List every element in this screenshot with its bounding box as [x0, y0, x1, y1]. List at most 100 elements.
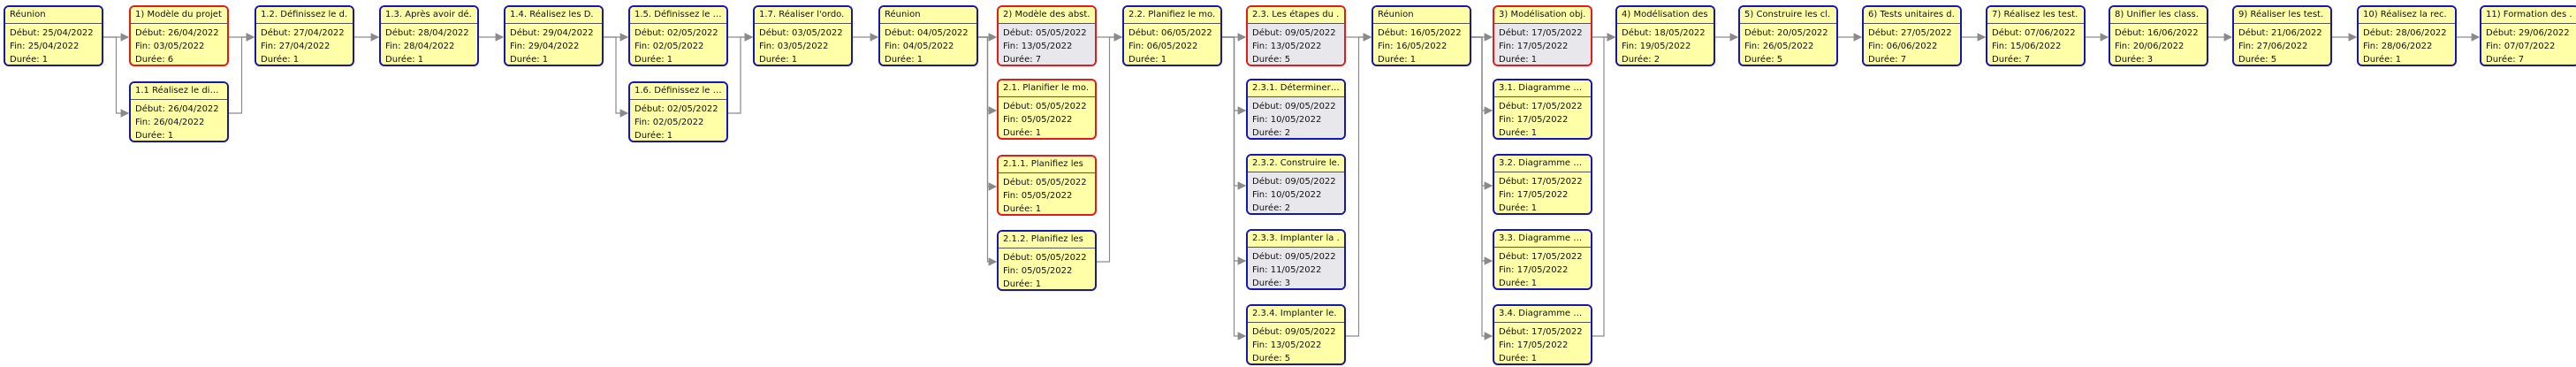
- task-details: Début: 29/06/2022 Fin: 07/07/2022 Durée:…: [2481, 24, 2576, 65]
- task-node-2-1-1[interactable]: 2.1.1. Planifiez les Début: 05/05/2022 F…: [997, 155, 1097, 216]
- task-end: Fin: 26/04/2022: [135, 118, 205, 127]
- task-node-2[interactable]: 2) Modèle des abst. Début: 05/05/2022 Fi…: [997, 5, 1097, 66]
- task-details: Début: 09/05/2022 Fin: 10/05/2022 Durée:…: [1248, 172, 1344, 213]
- task-duration: Durée: 1: [1499, 203, 1538, 213]
- task-details: Début: 09/05/2022 Fin: 11/05/2022 Durée:…: [1248, 248, 1344, 288]
- task-end: Fin: 07/07/2022: [2486, 42, 2556, 51]
- task-end: Fin: 15/06/2022: [1992, 42, 2062, 51]
- task-title: 1.2. Définissez le d.: [256, 7, 353, 24]
- task-details: Début: 17/05/2022 Fin: 17/05/2022 Durée:…: [1494, 24, 1591, 65]
- task-title: 3.1. Diagramme de.: [1494, 80, 1591, 97]
- task-start: Début: 03/05/2022: [759, 28, 843, 38]
- task-details: Début: 05/05/2022 Fin: 05/05/2022 Durée:…: [999, 173, 1095, 214]
- task-start: Début: 25/04/2022: [10, 28, 94, 38]
- task-start: Début: 07/06/2022: [1992, 28, 2076, 38]
- task-node-4[interactable]: 4) Modélisation des Début: 18/05/2022 Fi…: [1615, 5, 1715, 66]
- task-duration: Durée: 1: [1003, 279, 1042, 289]
- task-node-reunion-2[interactable]: Réunion Début: 04/05/2022 Fin: 04/05/202…: [878, 5, 978, 66]
- task-title: 2.1. Planifier le mo.: [999, 80, 1095, 97]
- task-node-reunion-3[interactable]: Réunion Début: 16/05/2022 Fin: 16/05/202…: [1372, 5, 1471, 66]
- task-start: Début: 06/05/2022: [1128, 28, 1212, 38]
- task-start: Début: 16/06/2022: [2115, 28, 2199, 38]
- task-details: Début: 17/05/2022 Fin: 17/05/2022 Durée:…: [1494, 323, 1591, 363]
- task-duration: Durée: 5: [1252, 55, 1291, 65]
- task-node-3-1[interactable]: 3.1. Diagramme de. Début: 17/05/2022 Fin…: [1493, 79, 1592, 140]
- task-details: Début: 21/06/2022 Fin: 27/06/2022 Durée:…: [2234, 24, 2330, 65]
- task-details: Début: 05/05/2022 Fin: 13/05/2022 Durée:…: [999, 24, 1095, 65]
- task-end: Fin: 02/05/2022: [635, 118, 704, 127]
- task-node-2-3[interactable]: 2.3. Les étapes du . Début: 09/05/2022 F…: [1246, 5, 1346, 66]
- task-node-2-3-2[interactable]: 2.3.2. Construire le. Début: 09/05/2022 …: [1246, 154, 1346, 215]
- task-node-2-2[interactable]: 2.2. Planifiez le mo. Début: 06/05/2022 …: [1122, 5, 1222, 66]
- task-details: Début: 03/05/2022 Fin: 03/05/2022 Durée:…: [755, 24, 851, 65]
- task-end: Fin: 05/05/2022: [1003, 191, 1073, 201]
- task-details: Début: 07/06/2022 Fin: 15/06/2022 Durée:…: [1987, 24, 2084, 65]
- task-node-5[interactable]: 5) Construire les cl. Début: 20/05/2022 …: [1738, 5, 1838, 66]
- task-details: Début: 09/05/2022 Fin: 13/05/2022 Durée:…: [1248, 323, 1344, 363]
- task-node-3-4[interactable]: 3.4. Diagramme de. Début: 17/05/2022 Fin…: [1493, 304, 1592, 365]
- task-details: Début: 18/05/2022 Fin: 19/05/2022 Durée:…: [1617, 24, 1714, 65]
- task-node-10[interactable]: 10) Réalisez la rec. Début: 28/06/2022 F…: [2357, 5, 2457, 66]
- task-end: Fin: 06/06/2022: [1868, 42, 1938, 51]
- task-node-2-3-1[interactable]: 2.3.1. Déterminer le. Début: 09/05/2022 …: [1246, 79, 1346, 140]
- task-start: Début: 17/05/2022: [1499, 327, 1583, 337]
- task-title: Réunion: [1373, 7, 1470, 24]
- task-title: 3.2. Diagramme de.: [1494, 156, 1591, 172]
- task-node-11[interactable]: 11) Formation des . Début: 29/06/2022 Fi…: [2480, 5, 2576, 66]
- task-node-1-1[interactable]: 1.1 Réalisez le diag. Début: 26/04/2022 …: [129, 81, 229, 142]
- task-duration: Durée: 2: [1252, 128, 1291, 138]
- task-node-7[interactable]: 7) Réalisez les test. Début: 07/06/2022 …: [1986, 5, 2086, 66]
- task-title: 2.1.1. Planifiez les: [999, 157, 1095, 173]
- task-end: Fin: 19/05/2022: [1622, 42, 1691, 51]
- task-end: Fin: 27/06/2022: [2238, 42, 2308, 51]
- task-node-1[interactable]: 1) Modèle du projet Début: 26/04/2022 Fi…: [129, 5, 229, 66]
- task-title: 1.4. Réalisez les D.: [505, 7, 602, 24]
- task-end: Fin: 10/05/2022: [1252, 115, 1322, 125]
- task-duration: Durée: 1: [261, 55, 300, 65]
- task-node-3-2[interactable]: 3.2. Diagramme de. Début: 17/05/2022 Fin…: [1493, 154, 1592, 215]
- task-node-1-4[interactable]: 1.4. Réalisez les D. Début: 29/04/2022 F…: [504, 5, 604, 66]
- task-title: 3.4. Diagramme de.: [1494, 306, 1591, 323]
- task-title: 3) Modélisation obj.: [1494, 7, 1591, 24]
- task-node-2-3-3[interactable]: 2.3.3. Implanter la . Début: 09/05/2022 …: [1246, 229, 1346, 290]
- dependency-arrow: [1592, 33, 1616, 337]
- task-node-reunion-1[interactable]: Réunion Début: 25/04/2022 Fin: 25/04/202…: [4, 5, 103, 66]
- task-node-2-1[interactable]: 2.1. Planifier le mo. Début: 05/05/2022 …: [997, 79, 1097, 140]
- task-end: Fin: 05/05/2022: [1003, 266, 1073, 276]
- task-title: 2.3.1. Déterminer le.: [1248, 80, 1344, 97]
- task-end: Fin: 06/05/2022: [1128, 42, 1198, 51]
- task-start: Début: 17/05/2022: [1499, 252, 1583, 262]
- dependency-arrow: [1346, 33, 1372, 337]
- task-end: Fin: 17/05/2022: [1499, 265, 1569, 275]
- task-details: Début: 05/05/2022 Fin: 05/05/2022 Durée:…: [999, 248, 1095, 289]
- task-details: Début: 02/05/2022 Fin: 02/05/2022 Durée:…: [630, 100, 726, 141]
- task-node-8[interactable]: 8) Unifier les class. Début: 16/06/2022 …: [2109, 5, 2208, 66]
- task-node-1-5[interactable]: 1.5. Définissez le D. Début: 02/05/2022 …: [628, 5, 728, 66]
- task-node-1-3[interactable]: 1.3. Après avoir dé. Début: 28/04/2022 F…: [379, 5, 479, 66]
- task-node-2-1-2[interactable]: 2.1.2. Planifiez les Début: 05/05/2022 F…: [997, 230, 1097, 291]
- task-node-1-2[interactable]: 1.2. Définissez le d. Début: 27/04/2022 …: [255, 5, 354, 66]
- task-node-6[interactable]: 6) Tests unitaires d. Début: 27/05/2022 …: [1862, 5, 1962, 66]
- task-duration: Durée: 1: [510, 55, 549, 65]
- task-title: 10) Réalisez la rec.: [2359, 7, 2455, 24]
- task-details: Début: 17/05/2022 Fin: 17/05/2022 Durée:…: [1494, 172, 1591, 213]
- task-node-2-3-4[interactable]: 2.3.4. Implanter le. Début: 09/05/2022 F…: [1246, 304, 1346, 365]
- task-duration: Durée: 3: [1252, 279, 1291, 288]
- task-end: Fin: 03/05/2022: [759, 42, 829, 51]
- task-node-1-7[interactable]: 1.7. Réaliser l'ordo. Début: 03/05/2022 …: [753, 5, 853, 66]
- task-node-3[interactable]: 3) Modélisation obj. Début: 17/05/2022 F…: [1493, 5, 1592, 66]
- task-end: Fin: 10/05/2022: [1252, 190, 1322, 200]
- task-start: Début: 21/06/2022: [2238, 28, 2322, 38]
- task-node-1-6[interactable]: 1.6. Définissez le D. Début: 02/05/2022 …: [628, 81, 728, 142]
- task-end: Fin: 17/05/2022: [1499, 42, 1569, 51]
- task-node-9[interactable]: 9) Réaliser les test. Début: 21/06/2022 …: [2232, 5, 2332, 66]
- task-duration: Durée: 6: [135, 55, 174, 65]
- task-node-3-3[interactable]: 3.3. Diagramme d'a. Début: 17/05/2022 Fi…: [1493, 229, 1592, 290]
- task-duration: Durée: 1: [1499, 279, 1538, 288]
- task-start: Début: 26/04/2022: [135, 28, 219, 38]
- task-start: Début: 09/05/2022: [1252, 28, 1336, 38]
- task-details: Début: 16/05/2022 Fin: 16/05/2022 Durée:…: [1373, 24, 1470, 65]
- task-end: Fin: 16/05/2022: [1378, 42, 1448, 51]
- task-end: Fin: 28/04/2022: [385, 42, 455, 51]
